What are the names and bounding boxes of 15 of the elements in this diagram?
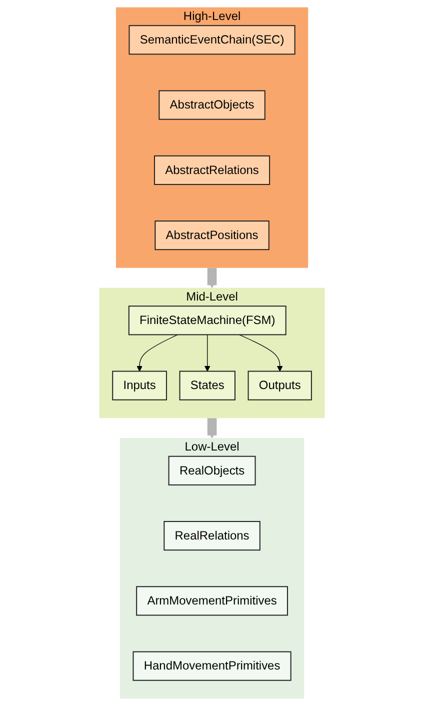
arrow <box>137 334 178 372</box>
node-box: SemanticEventChain(SEC) <box>129 25 296 55</box>
node-box: Inputs <box>112 370 168 400</box>
arrow <box>204 334 211 372</box>
node-box: AbstractPositions <box>155 220 270 250</box>
node-box: HandMovementPrimitives <box>133 651 292 681</box>
node-box: AbstractObjects <box>159 90 266 120</box>
node-box: FiniteStateMachine(FSM) <box>128 306 287 336</box>
node-box: ArmMovementPrimitives <box>136 586 288 616</box>
node-box: RealRelations <box>164 521 261 551</box>
node-box: AbstractRelations <box>154 155 271 185</box>
node-box: RealObjects <box>168 456 256 486</box>
arrow <box>239 334 284 372</box>
node-box: States <box>180 370 236 400</box>
node-box: Outputs <box>248 370 312 400</box>
